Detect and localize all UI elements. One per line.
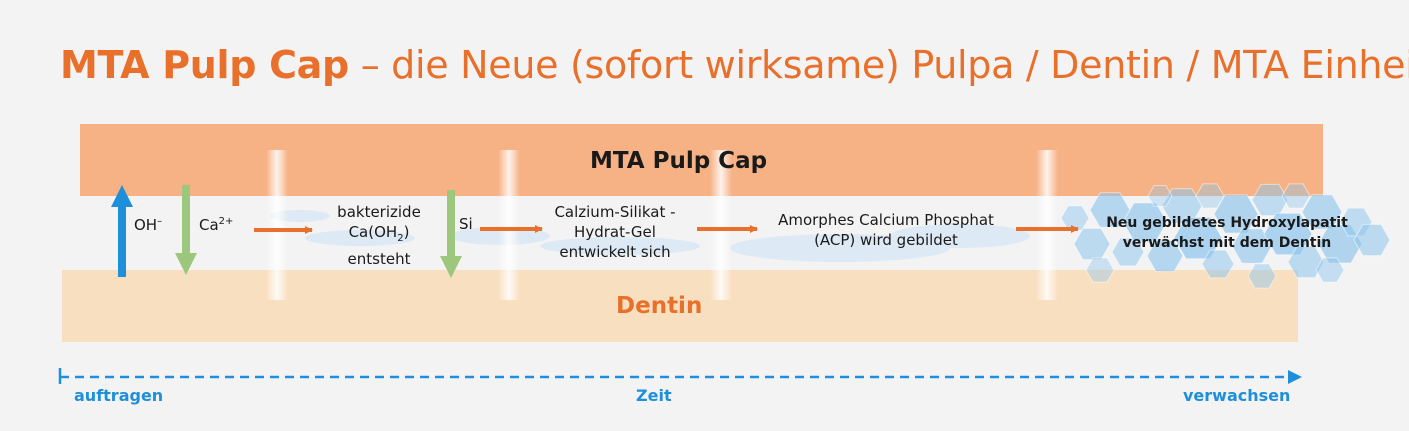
hex-crystal <box>1353 223 1391 257</box>
timeline-middle-label: Zeit <box>636 386 672 405</box>
hex-crystal <box>1231 228 1273 264</box>
hex-crystal <box>1073 227 1111 261</box>
title-bold: MTA Pulp Cap <box>60 43 349 87</box>
ca-ion-label: Ca2+ <box>199 216 234 234</box>
oh-ion-label: OH– <box>134 216 163 234</box>
hex-crystal <box>1089 192 1131 228</box>
hex-crystal <box>1201 249 1235 279</box>
hex-crystal <box>1085 257 1115 283</box>
title-rest: – die Neue (sofort wirksame) Pulpa / Den… <box>348 43 1409 87</box>
step-bactericidal: bakterizide Ca(OH2) entsteht <box>337 203 421 268</box>
step-silicate-gel: Calzium-Silikat - Hydrat-Gel entwickelt … <box>554 203 676 261</box>
process-arrows <box>254 225 1079 234</box>
hex-crystal <box>1146 239 1184 273</box>
timeline-end-label: verwachsen <box>1183 386 1291 405</box>
hydroxylapatite-cluster <box>1060 183 1391 289</box>
time-axis <box>58 368 1302 384</box>
timeline-start-label: auftragen <box>74 386 164 405</box>
hex-crystal <box>1287 245 1325 279</box>
si-arrow <box>440 190 462 278</box>
hex-crystal <box>1147 185 1173 207</box>
gel-haze <box>270 210 1030 262</box>
hex-crystal <box>1315 257 1345 283</box>
mta-layer-label: MTA Pulp Cap <box>590 148 768 174</box>
step-hydroxylapatite: Neu gebildetes Hydroxylapatit verwächst … <box>1106 215 1348 251</box>
time-bands <box>266 150 1058 300</box>
page-title: MTA Pulp Cap – die Neue (sofort wirksame… <box>60 46 1409 84</box>
hex-crystal <box>1247 263 1277 289</box>
oh-arrow <box>111 185 133 277</box>
ca-arrow <box>175 185 197 275</box>
dentin-layer-label: Dentin <box>616 293 703 319</box>
step-acp: Amorphes Calcium Phosphat (ACP) wird geb… <box>778 211 994 249</box>
hex-crystal <box>1195 183 1225 209</box>
si-ion-label: Si <box>459 215 473 233</box>
hex-crystal <box>1281 183 1311 209</box>
